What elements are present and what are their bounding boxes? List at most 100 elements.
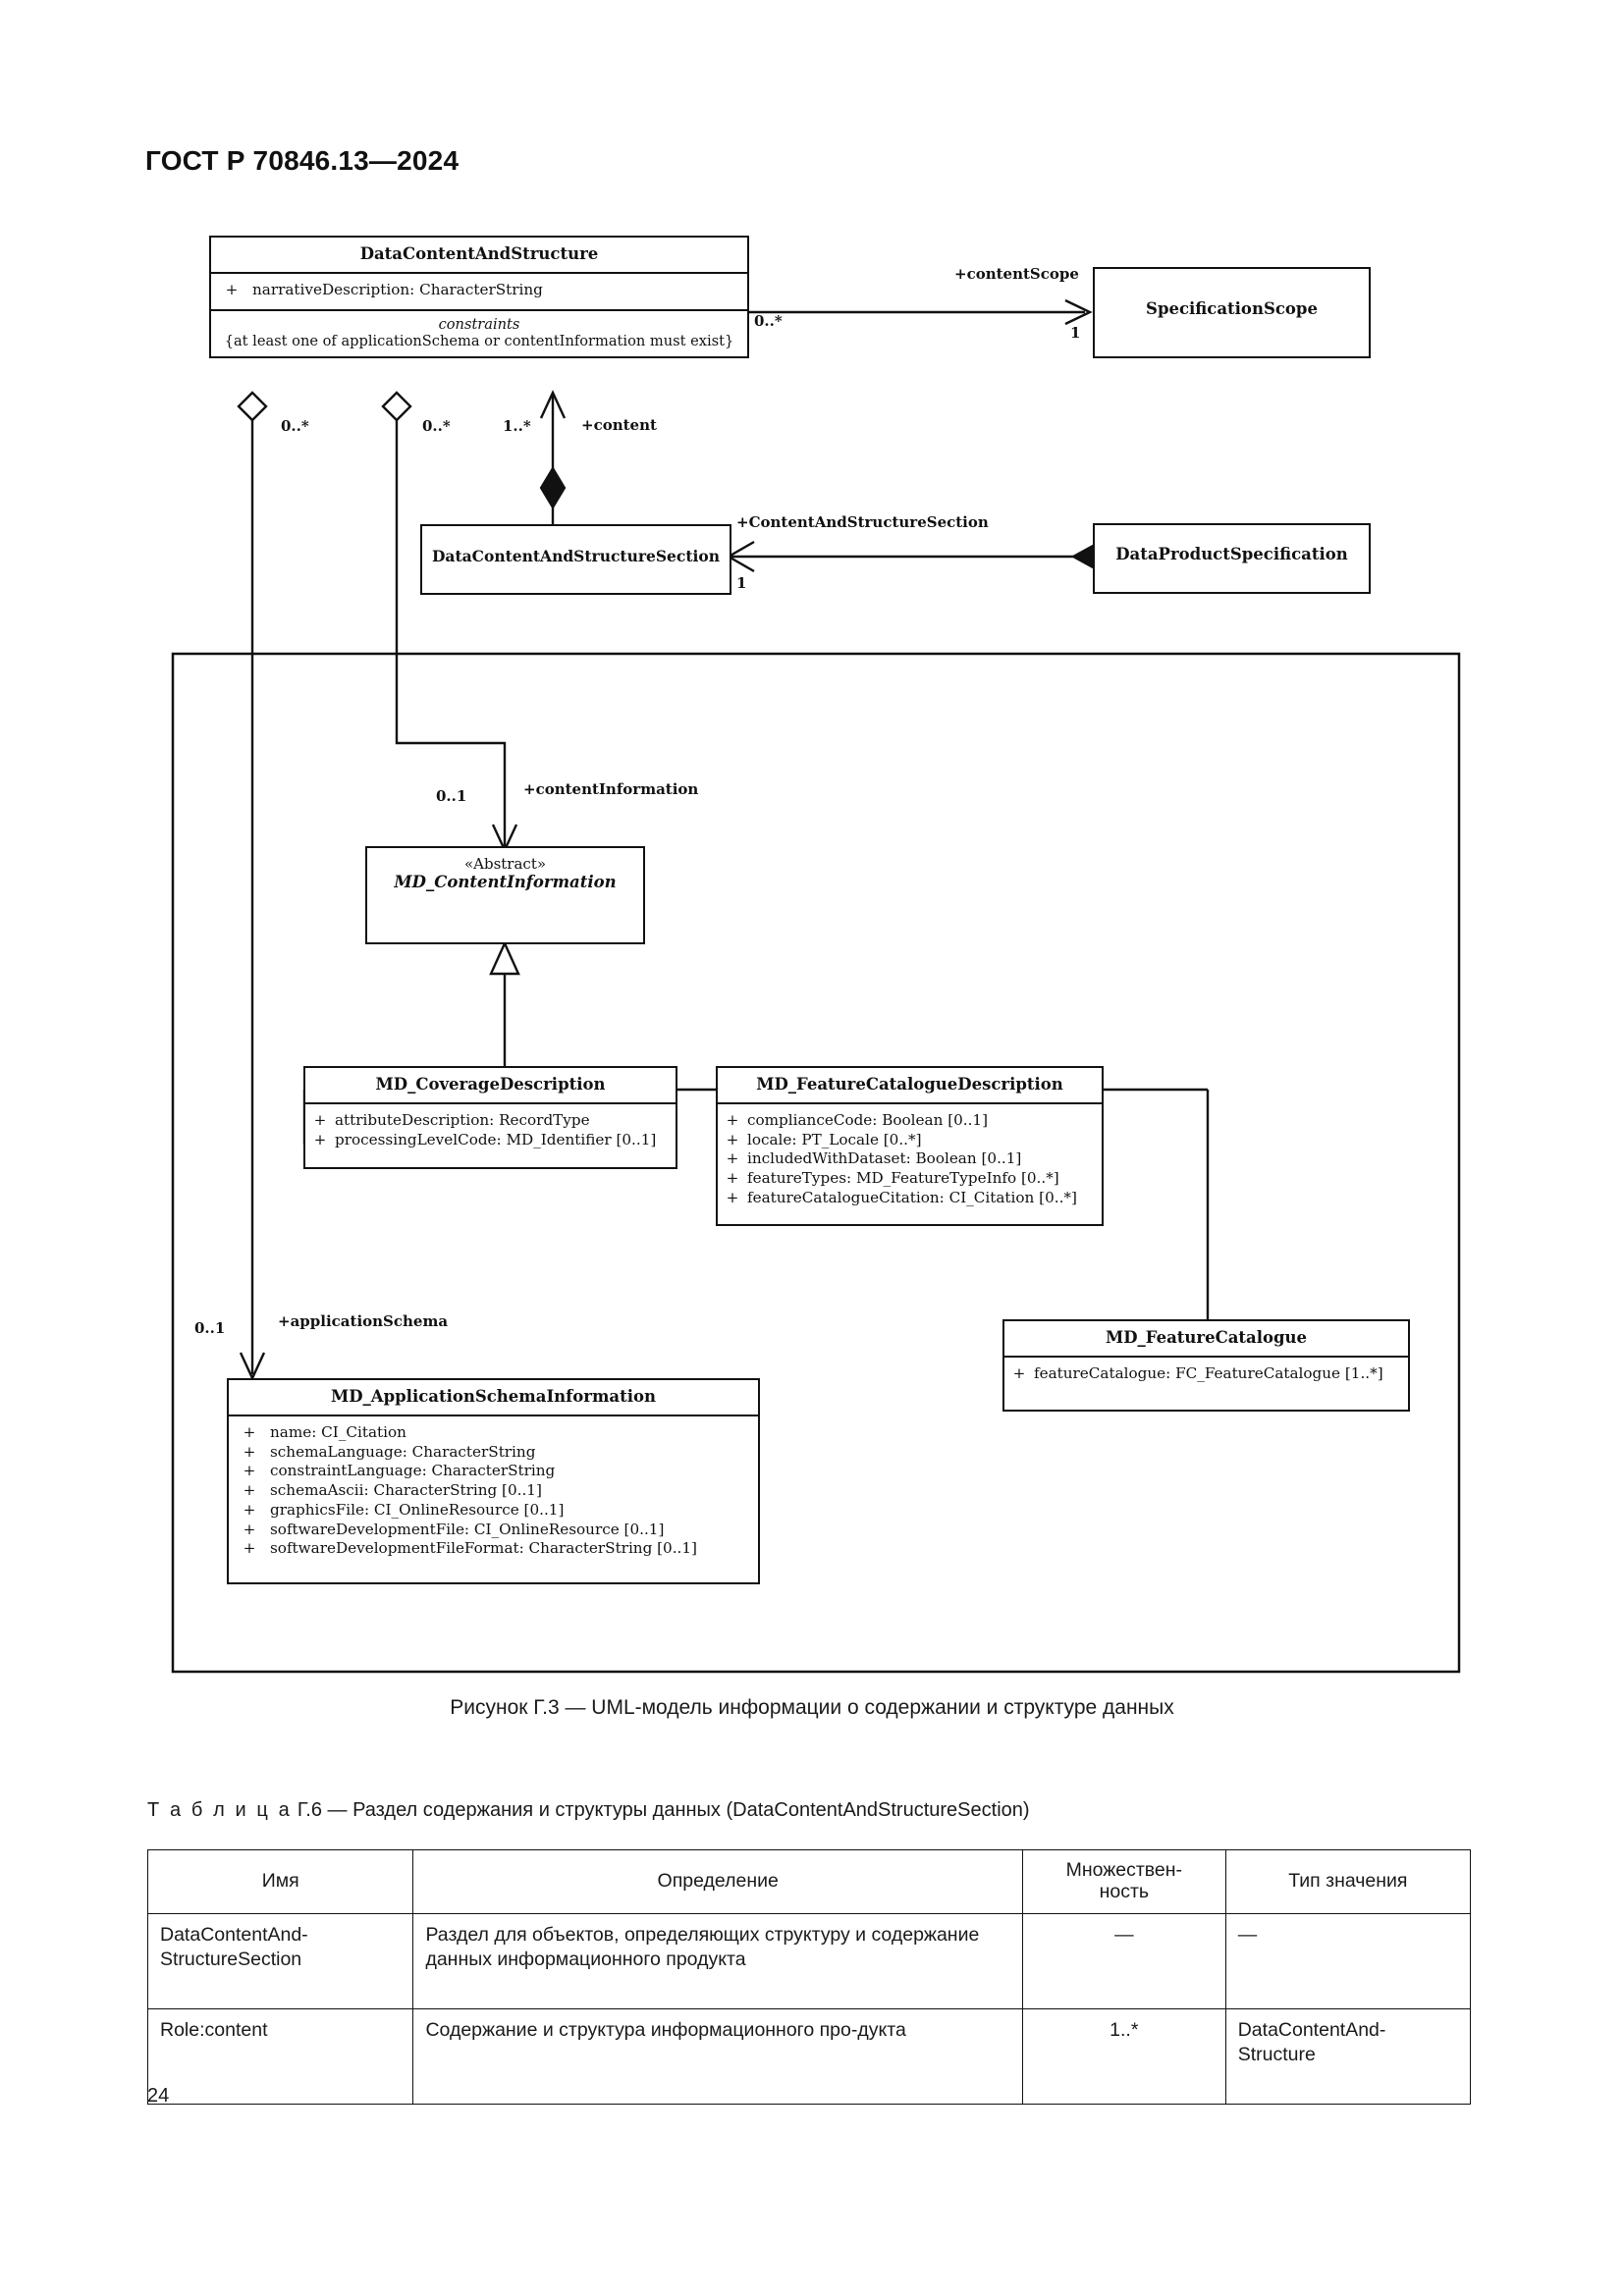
attribute-text: softwareDevelopmentFile: CI_OnlineResour… <box>270 1520 665 1538</box>
attribute-text: graphicsFile: CI_OnlineResource [0..1] <box>270 1500 565 1519</box>
class-box-data-content-and-structure[interactable]: DataContentAndStructure + narrativeDescr… <box>209 236 749 359</box>
mult-label-content: 1..* <box>503 417 531 435</box>
attribute-list: + attributeDescription: RecordType + pro… <box>305 1104 676 1168</box>
column-header-value-type: Тип значения <box>1224 1849 1472 1914</box>
attribute-text: featureCatalogueCitation: CI_Citation [0… <box>747 1188 1077 1206</box>
table-caption: Т а б л и ц а Г.6 — Раздел содержания и … <box>147 1799 1030 1822</box>
divider <box>305 1101 676 1104</box>
attribute-text: narrativeDescription: CharacterString <box>252 280 543 298</box>
divider <box>211 308 747 311</box>
table-header-row: Имя Определение Множествен- ность Тип зн… <box>146 1849 1472 1914</box>
diagram-frame <box>171 652 1461 1674</box>
attribute-text: complianceCode: Boolean [0..1] <box>747 1110 989 1129</box>
class-name: SpecificationScope <box>1146 299 1318 318</box>
attribute-text: schemaAscii: CharacterString [0..1] <box>270 1481 542 1500</box>
edge-label-application-schema: +applicationSchema <box>278 1312 449 1330</box>
attribute-row: + featureCatalogue: FC_FeatureCatalogue … <box>1004 1364 1408 1384</box>
class-name: DataContentAndStructureSection <box>431 547 721 565</box>
mult-label-content-scope-source: 0..* <box>754 312 783 330</box>
uml-diagram: DataContentAndStructure + narrativeDescr… <box>171 236 1461 1674</box>
mult-label-aggregation-middle: 0..* <box>422 417 451 435</box>
cell-value-type: DataContentAnd-Structure <box>1224 2007 1472 2105</box>
cell-value-type: — <box>1224 1912 1472 2009</box>
attribute-text: softwareDevelopmentFileFormat: Character… <box>270 1539 697 1558</box>
class-constraints: constraints {at least one of application… <box>211 311 747 356</box>
visibility-marker: + <box>243 1481 256 1500</box>
divider <box>229 1414 758 1416</box>
class-box-md-feature-catalogue-description[interactable]: MD_FeatureCatalogueDescription + complia… <box>716 1066 1104 1226</box>
divider <box>211 271 747 274</box>
divider <box>1004 1355 1408 1358</box>
edge-label-content-and-structure-section: +ContentAndStructureSection <box>736 513 989 531</box>
visibility-marker: + <box>243 1539 256 1558</box>
column-header-multiplicity-line1: Множествен- <box>1065 1859 1183 1881</box>
mult-label-aggregation-left: 0..* <box>281 417 309 435</box>
table-body: DataContentAnd-StructureSection Раздел д… <box>146 1912 1472 2105</box>
visibility-marker: + <box>726 1130 739 1148</box>
class-box-data-product-specification[interactable]: DataProductSpecification <box>1093 523 1371 594</box>
class-stereotype: «Abstract» <box>463 855 547 873</box>
class-box-md-feature-catalogue[interactable]: MD_FeatureCatalogue + featureCatalogue: … <box>1002 1319 1410 1412</box>
visibility-marker: + <box>243 1422 256 1441</box>
cell-multiplicity: — <box>1021 1912 1226 2009</box>
visibility-marker: + <box>243 1442 256 1461</box>
attribute-row: + locale: PT_Locale [0..*] <box>718 1131 1102 1150</box>
column-header-definition: Определение <box>412 1849 1023 1914</box>
cell-name: Role:content <box>146 2007 414 2105</box>
visibility-marker: + <box>225 280 239 298</box>
attribute-row: + schemaAscii: CharacterString [0..1] <box>229 1481 758 1501</box>
visibility-marker: + <box>243 1520 256 1538</box>
attribute-row: + includedWithDataset: Boolean [0..1] <box>718 1149 1102 1169</box>
visibility-marker: + <box>726 1169 739 1188</box>
visibility-marker: + <box>243 1462 256 1480</box>
visibility-marker: + <box>243 1500 256 1519</box>
attribute-row: + graphicsFile: CI_OnlineResource [0..1] <box>229 1501 758 1521</box>
attribute-text: name: CI_Citation <box>270 1422 406 1441</box>
table-row: Role:content Содержание и структура инфо… <box>146 2007 1472 2105</box>
visibility-marker: + <box>726 1188 739 1206</box>
attribute-row: + attributeDescription: RecordType <box>305 1111 676 1131</box>
cell-definition: Раздел для объектов, определяющих структ… <box>412 1912 1023 2009</box>
attribute-text: featureCatalogue: FC_FeatureCatalogue [1… <box>1034 1363 1383 1382</box>
constraints-text: {at least one of applicationSchema or co… <box>224 332 734 349</box>
visibility-marker: + <box>313 1110 327 1129</box>
table-caption-text: Г.6 — Раздел содержания и структуры данн… <box>297 1799 1030 1821</box>
attribute-row: + softwareDevelopmentFile: CI_OnlineReso… <box>229 1521 758 1540</box>
visibility-marker: + <box>313 1130 327 1148</box>
class-name: MD_ContentInformation <box>394 873 617 891</box>
class-box-md-content-information[interactable]: «Abstract» MD_ContentInformation <box>365 846 645 944</box>
attribute-list: + narrativeDescription: CharacterString <box>211 274 747 309</box>
cell-multiplicity: 1..* <box>1021 2007 1226 2105</box>
visibility-marker: + <box>726 1149 739 1168</box>
class-box-md-coverage-description[interactable]: MD_CoverageDescription + attributeDescri… <box>303 1066 677 1170</box>
mult-label-application-schema: 0..1 <box>194 1319 226 1337</box>
class-name: DataContentAndStructure <box>359 244 599 263</box>
visibility-marker: + <box>1012 1363 1026 1382</box>
class-name: MD_ApplicationSchemaInformation <box>330 1387 657 1406</box>
attribute-text: schemaLanguage: CharacterString <box>270 1442 536 1461</box>
attribute-text: attributeDescription: RecordType <box>335 1110 590 1129</box>
class-box-specification-scope[interactable]: SpecificationScope <box>1093 267 1371 358</box>
constraints-label: constraints <box>438 315 520 333</box>
attribute-row: + constraintLanguage: CharacterString <box>229 1462 758 1481</box>
figure-caption: Рисунок Г.3 — UML-модель информации о со… <box>450 1696 1174 1719</box>
attribute-text: processingLevelCode: MD_Identifier [0..1… <box>335 1130 657 1148</box>
attribute-row: + featureCatalogueCitation: CI_Citation … <box>718 1189 1102 1208</box>
class-name: MD_FeatureCatalogue <box>1105 1328 1308 1347</box>
mult-label-section: 1 <box>736 574 747 592</box>
attribute-row: + softwareDevelopmentFileFormat: Charact… <box>229 1539 758 1559</box>
attribute-row: + name: CI_Citation <box>229 1423 758 1443</box>
class-box-data-content-and-structure-section[interactable]: DataContentAndStructureSection <box>420 524 731 595</box>
column-header-multiplicity-line2: ность <box>1099 1880 1150 1902</box>
attribute-list: + featureCatalogue: FC_FeatureCatalogue … <box>1004 1358 1408 1410</box>
edge-label-content-scope: +contentScope <box>954 265 1079 283</box>
edge-label-content: +content <box>581 416 657 434</box>
data-table: Имя Определение Множествен- ность Тип зн… <box>146 1849 1472 2105</box>
class-box-md-application-schema-information[interactable]: MD_ApplicationSchemaInformation + name: … <box>227 1378 760 1585</box>
attribute-text: includedWithDataset: Boolean [0..1] <box>747 1149 1022 1168</box>
attribute-list: + name: CI_Citation + schemaLanguage: Ch… <box>229 1416 758 1582</box>
cell-definition: Содержание и структура информационного п… <box>412 2007 1023 2105</box>
class-name: MD_CoverageDescription <box>375 1075 606 1094</box>
attribute-row: + schemaLanguage: CharacterString <box>229 1443 758 1463</box>
column-header-multiplicity: Множествен- ность <box>1021 1849 1226 1914</box>
